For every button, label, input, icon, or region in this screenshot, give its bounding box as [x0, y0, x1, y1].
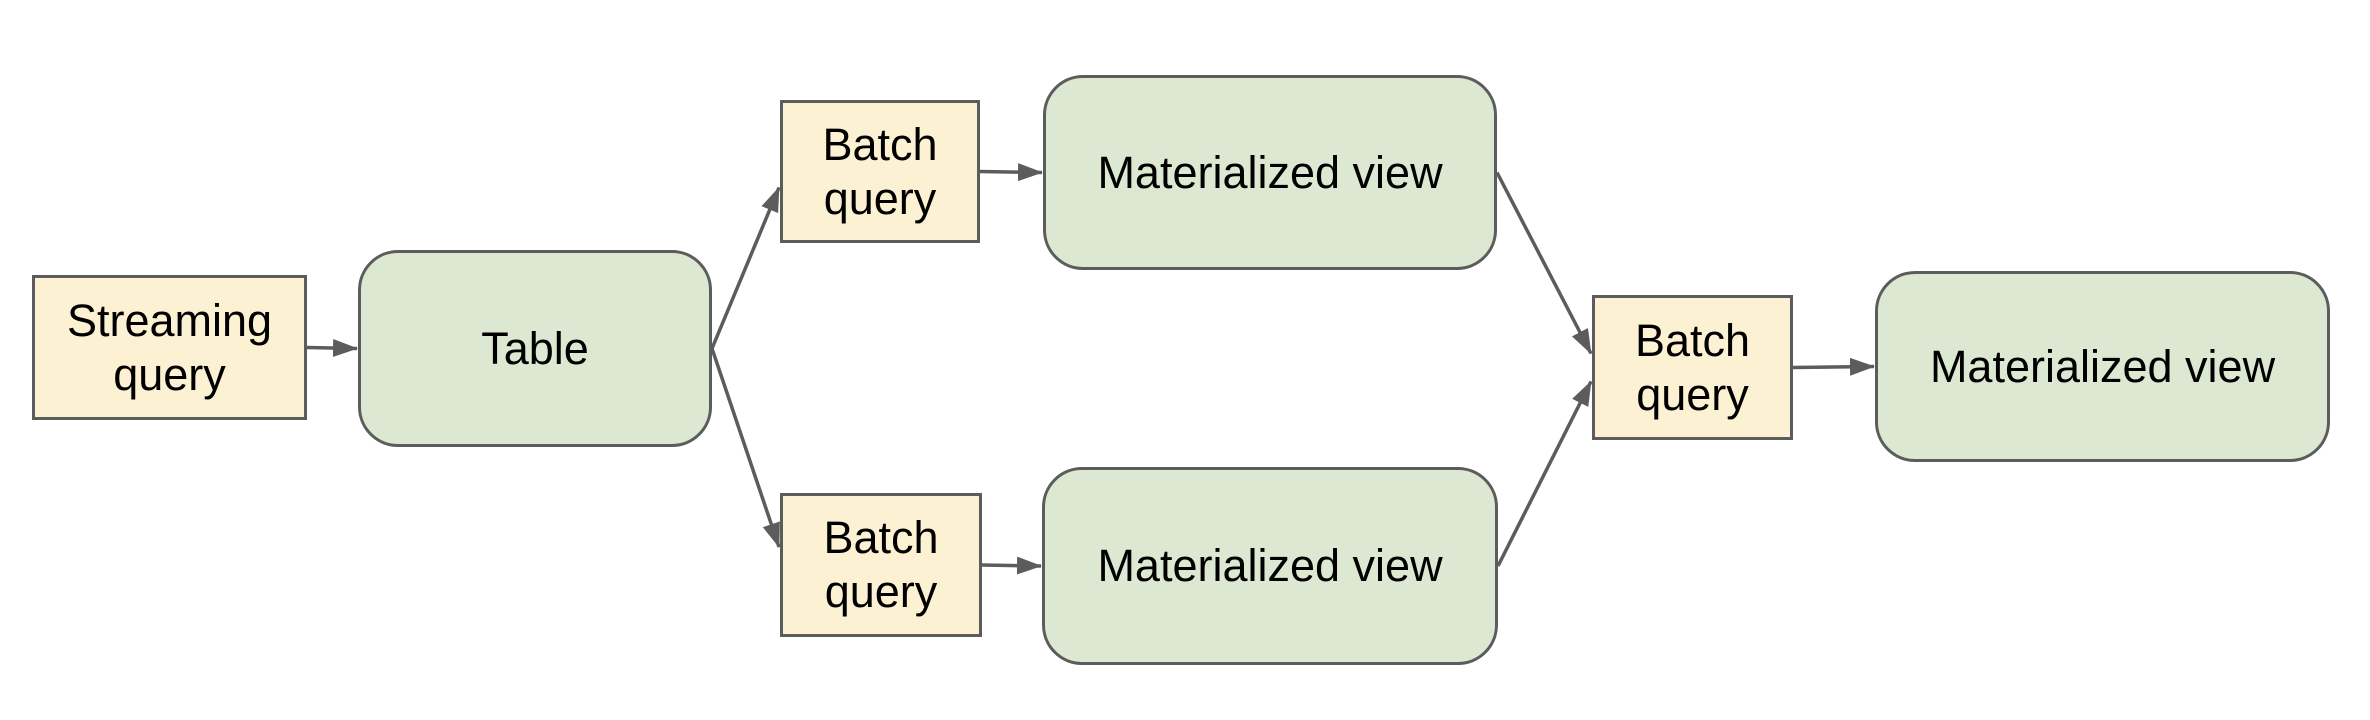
- edge-streaming-query-to-table: [306, 339, 358, 358]
- node-batch-query-merge: Batch query: [1592, 295, 1793, 440]
- node-label: Batch query: [823, 512, 939, 617]
- edge-batch-query-bottom-to-materialized-view-bottom: [981, 556, 1042, 575]
- edge-materialized-view-top-to-batch-query-merge: [1495, 171, 1593, 355]
- node-label: Materialized view: [1097, 146, 1443, 198]
- node-label: Table: [481, 322, 589, 374]
- edge-batch-query-top-to-materialized-view-top: [979, 163, 1043, 182]
- node-label: Materialized view: [1097, 540, 1443, 591]
- node-materialized-view-top: Materialized view: [1043, 75, 1497, 270]
- node-label: Streaming query: [66, 294, 273, 400]
- node-batch-query-bottom: Batch query: [780, 493, 982, 637]
- edge-table-to-batch-query-bottom: [710, 347, 781, 548]
- node-batch-query-top: Batch query: [780, 100, 980, 243]
- node-label: Materialized view: [1929, 340, 2276, 392]
- node-materialized-view-final: Materialized view: [1875, 271, 2330, 462]
- edge-table-to-batch-query-top: [710, 186, 781, 350]
- node-label: Batch query: [1634, 314, 1751, 420]
- node-materialized-view-bottom: Materialized view: [1042, 467, 1498, 665]
- edge-materialized-view-bottom-to-batch-query-merge: [1496, 380, 1593, 567]
- node-label: Batch query: [822, 118, 938, 224]
- node-streaming-query: Streaming query: [32, 275, 307, 420]
- edge-batch-query-merge-to-materialized-view-final: [1792, 357, 1875, 376]
- node-table: Table: [358, 250, 712, 447]
